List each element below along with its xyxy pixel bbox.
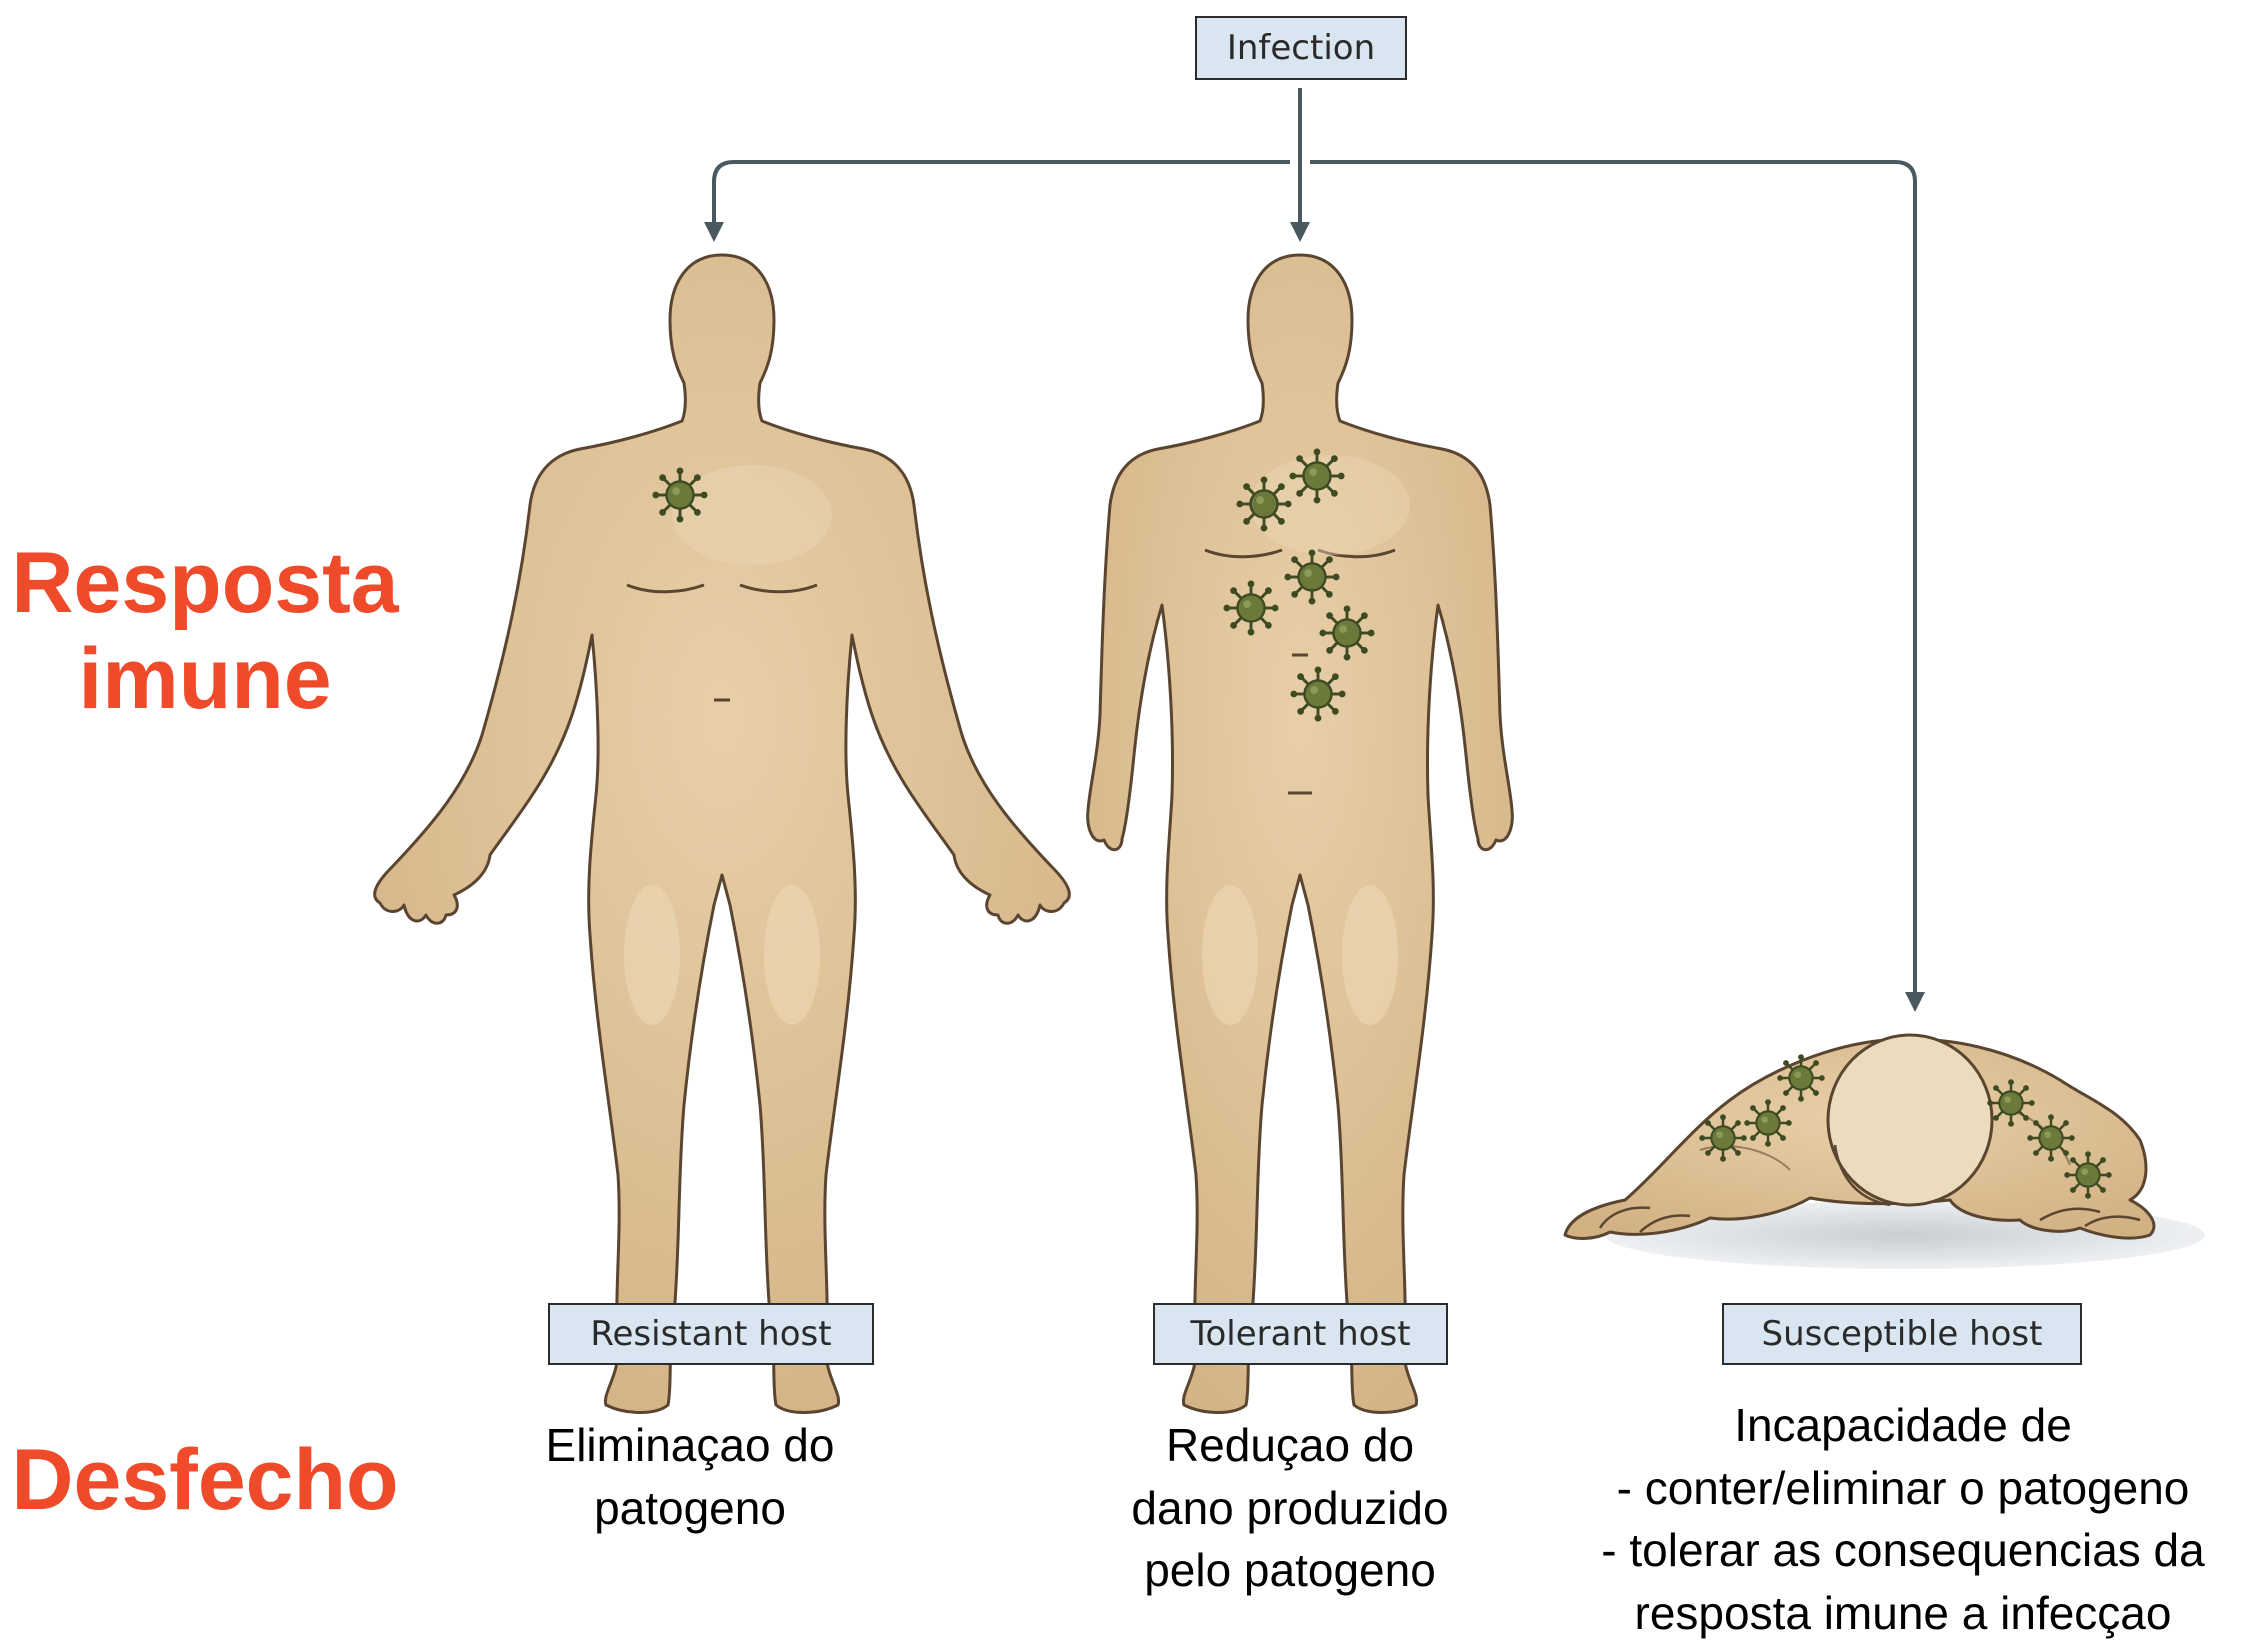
susceptible-host-box: Susceptible host	[1722, 1303, 2082, 1365]
pathogen-icon	[1289, 448, 1344, 503]
response-label-line-2: imune	[0, 631, 410, 727]
susceptible-host-label: Susceptible host	[1762, 1314, 2043, 1354]
resistant-host-box: Resistant host	[548, 1303, 874, 1365]
tolerant-host-figure	[1088, 255, 1513, 1413]
resistant-host-label: Resistant host	[590, 1314, 831, 1354]
resistant-host-figure	[375, 255, 1070, 1413]
susceptible-host-figure	[1565, 1035, 2205, 1269]
pathogen-icon	[1223, 580, 1278, 635]
infection-label: Infection	[1227, 28, 1375, 68]
pathogen-icon	[1290, 666, 1345, 721]
resistant-outcome: Eliminaçao do patogeno	[440, 1414, 940, 1539]
pathogen-icon	[1236, 476, 1291, 531]
pathogen-icon	[2064, 1151, 2112, 1199]
pathogen-icon	[2027, 1114, 2075, 1162]
response-label: Resposta imune	[0, 535, 410, 728]
pathogen-icon	[1699, 1114, 1747, 1162]
outcome-row-label: Desfecho	[0, 1432, 410, 1528]
pathogen-icon	[1744, 1099, 1792, 1147]
tolerant-host-box: Tolerant host	[1153, 1303, 1448, 1365]
infection-box: Infection	[1195, 16, 1407, 80]
tolerant-outcome: Reduçao do dano produzido pelo patogeno	[1030, 1414, 1550, 1602]
pathogen-icon	[1777, 1054, 1825, 1102]
pathogen-icon	[1987, 1079, 2035, 1127]
response-label-line-1: Resposta	[0, 535, 410, 631]
pathogen-icon	[1319, 605, 1374, 660]
tolerant-host-label: Tolerant host	[1190, 1314, 1410, 1354]
susceptible-outcome: Incapacidade de - conter/eliminar o pato…	[1543, 1394, 2263, 1644]
pathogen-icon	[1284, 549, 1339, 604]
pathogen-icon	[652, 467, 707, 522]
